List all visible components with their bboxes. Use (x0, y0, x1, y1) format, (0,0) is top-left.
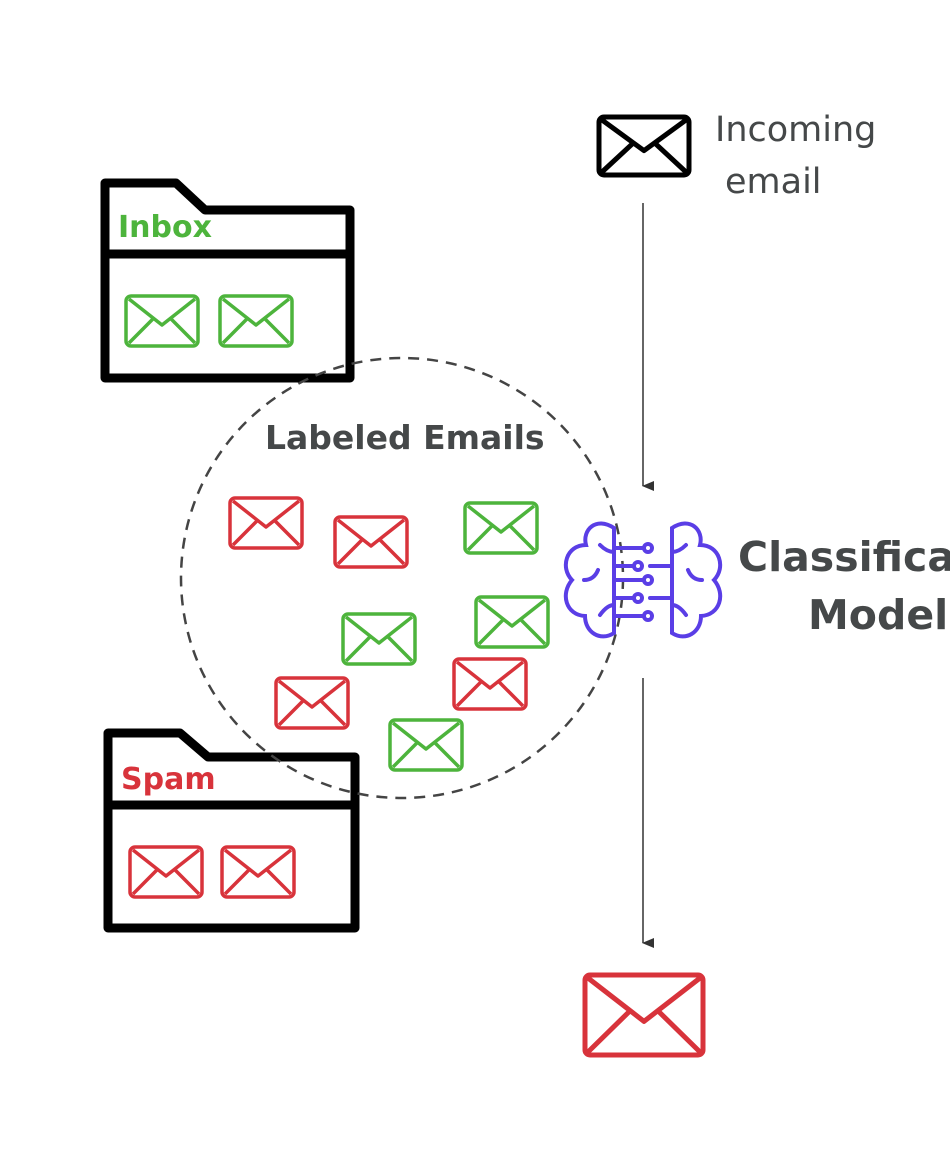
spam-folder (103, 728, 360, 933)
labeled-email-icon-inbox (388, 718, 464, 772)
labeled-email-icon-spam (274, 676, 350, 730)
labeled-email-icon-spam (228, 496, 304, 550)
brain-circuit-icon (563, 521, 723, 639)
labeled-email-icon-spam (333, 515, 409, 569)
incoming-email-icon (596, 114, 692, 178)
labeled-email-icon-inbox (474, 595, 550, 649)
inbox-label: Inbox (118, 210, 212, 245)
model-label: Classificati Model (738, 533, 950, 639)
labeled-email-icon-inbox (463, 501, 539, 555)
incoming-email-label: Incoming email (715, 110, 877, 202)
labeled-emails-title: Labeled Emails (265, 418, 545, 457)
spam-label: Spam (121, 762, 216, 797)
inbox-email-icon (124, 294, 200, 348)
spam-email-icon (220, 845, 296, 899)
spam-email-icon (128, 845, 204, 899)
labeled-email-icon-inbox (341, 612, 417, 666)
labeled-email-icon-spam (452, 657, 528, 711)
output-email-icon (582, 972, 706, 1058)
inbox-folder (100, 178, 355, 383)
inbox-email-icon (218, 294, 294, 348)
